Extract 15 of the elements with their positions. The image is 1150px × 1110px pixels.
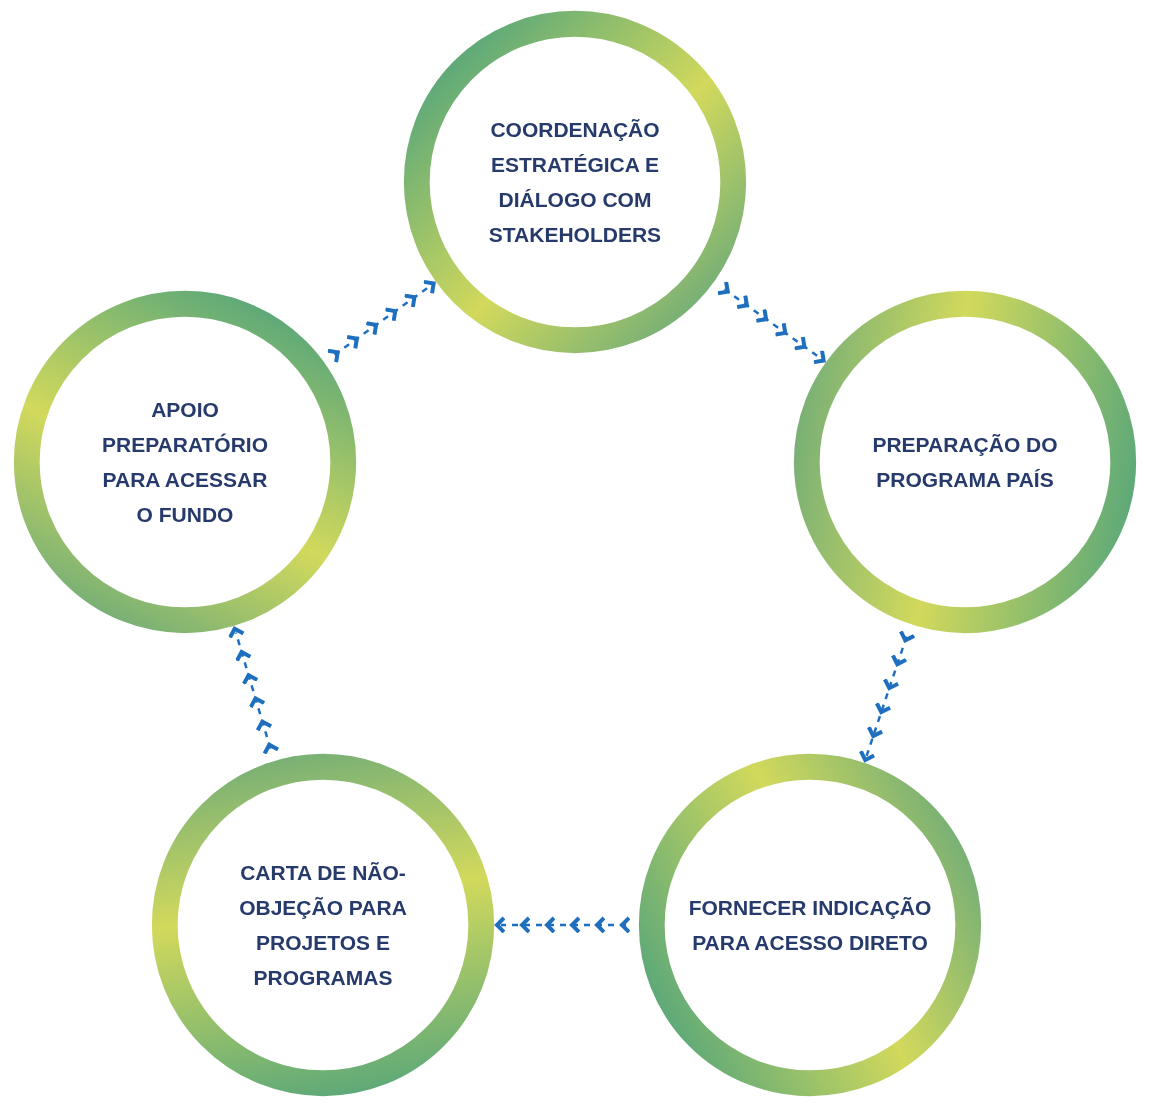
chevron-arrow — [327, 280, 436, 363]
circle-node — [638, 753, 982, 1097]
chevron-arrow — [494, 916, 630, 933]
node-label: COORDENAÇÃO ESTRATÉGICA E DIÁLOGO COM STAKEHOLDERS — [487, 117, 663, 248]
circle-node — [13, 290, 357, 634]
circle-node — [403, 10, 747, 354]
node-label: APOIO PREPARATÓRIO PARA ACESSAR O FUNDO — [100, 397, 270, 528]
chevron-arrow — [859, 631, 915, 763]
chevron-arrow — [717, 281, 826, 364]
circle-node — [793, 290, 1137, 634]
chevron-arrow — [228, 626, 279, 754]
node-label: FORNECER INDICAÇÃO PARA ACESSO DIRETO — [687, 895, 933, 956]
node-label: CARTA DE NÃO-OBJEÇÃO PARA PROJETOS E PROGRAMAS — [238, 860, 408, 991]
node-label: PREPARAÇÃO DO PROGRAMA PAÍS — [871, 432, 1059, 493]
circle-node — [151, 753, 495, 1097]
